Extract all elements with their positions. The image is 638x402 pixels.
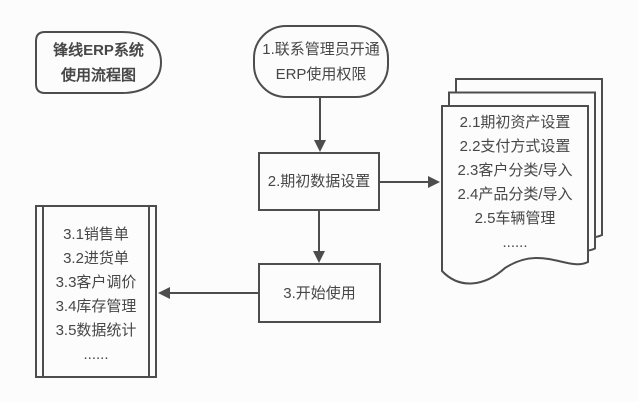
module-item: 3.2进货单 (63, 250, 129, 267)
step1-line1: 1.联系管理员开通 (262, 40, 380, 58)
document-item: 2.2支付方式设置 (459, 138, 571, 155)
arrow-step2-to-document-head (428, 176, 440, 188)
setup-document-list: 2.1期初资产设置 2.2支付方式设置 2.3客户分类/导入 2.4产品分类/导… (444, 111, 586, 261)
title-card-shape (35, 31, 163, 94)
document-item: 2.4产品分类/导入 (457, 186, 573, 203)
module-item: 3.1销售单 (63, 226, 129, 243)
arrow-step3-to-modules-head (158, 287, 170, 299)
step3-label: 3.开始使用 (283, 284, 356, 302)
step2-label: 2.期初数据设置 (267, 173, 371, 190)
arrow-step1-to-step2-head (314, 140, 326, 152)
module-item: 3.3客户调价 (55, 274, 137, 291)
step1-terminator: 1.联系管理员开通 ERP使用权限 (254, 26, 388, 97)
modules-list: 3.1销售单 3.2进货单 3.3客户调价 3.4库存管理 3.5数据统计 ..… (43, 223, 149, 369)
step3-process: 3.开始使用 (259, 264, 380, 322)
step1-line2: ERP使用权限 (275, 65, 367, 83)
step3-process-shape (258, 263, 381, 323)
title-card: 锋线ERP系统 使用流程图 (36, 32, 161, 93)
title-line1: 锋线ERP系统 (53, 41, 144, 59)
document-item: 2.3客户分类/导入 (457, 162, 573, 179)
document-item: 2.5车辆管理 (474, 210, 556, 227)
document-item: 2.1期初资产设置 (459, 114, 571, 131)
module-item: 3.5数据统计 (55, 322, 137, 339)
module-item: 3.4库存管理 (55, 298, 137, 315)
document-item-ellipsis: ...... (502, 234, 528, 251)
step2-process-shape (258, 152, 380, 211)
arrow-step2-to-step3-head (313, 251, 325, 263)
step2-process: 2.期初数据设置 (259, 153, 379, 210)
title-line2: 使用流程图 (60, 66, 136, 84)
modules-box-shape (35, 205, 157, 378)
module-item-ellipsis: ...... (83, 346, 109, 363)
document-page-front (441, 105, 589, 285)
